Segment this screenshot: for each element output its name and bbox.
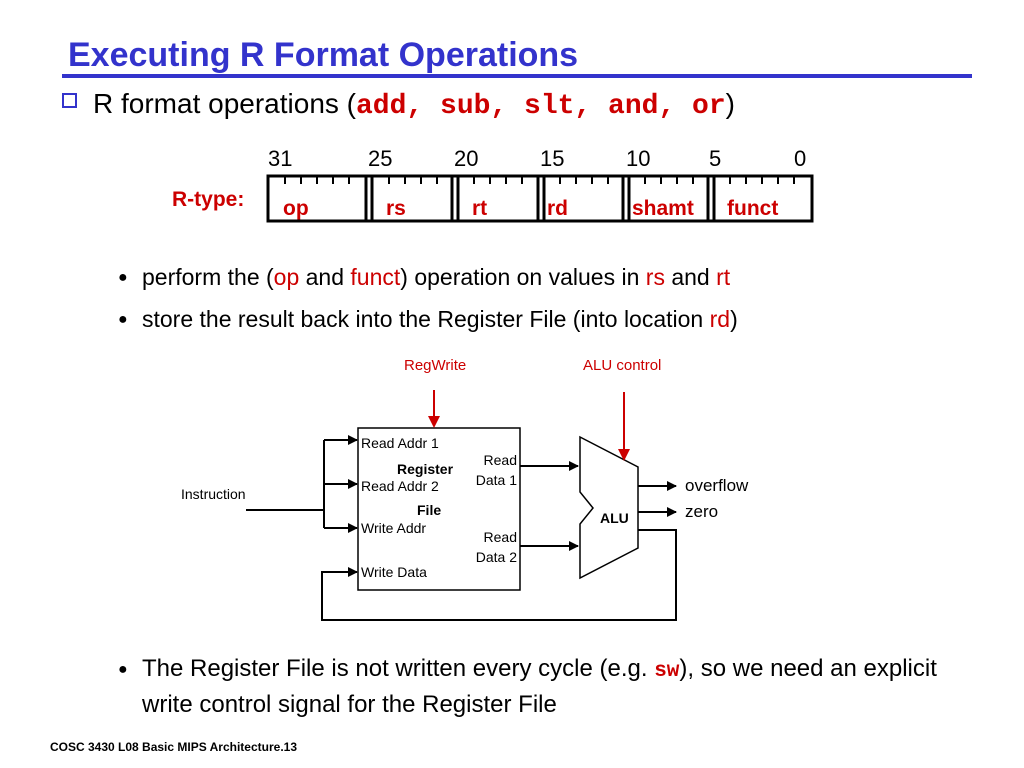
bottom-bullet-text: The Register File is not written every c…	[142, 652, 978, 721]
field-funct: funct	[727, 197, 779, 220]
main-bullet-code: add, sub, slt, and, or	[356, 91, 726, 122]
rtype-format-box	[266, 174, 814, 223]
bullet-rs: rs	[645, 264, 665, 290]
dot-bullet-icon: ●	[118, 661, 128, 678]
bullet-op: op	[273, 264, 300, 290]
bullet-perform: ● perform the (op and funct) operation on…	[118, 264, 730, 291]
bottom-bullet-code: sw	[654, 660, 680, 683]
slide-title: Executing R Format Operations	[68, 36, 579, 74]
bullet-register-file-note: ● The Register File is not written every…	[118, 652, 978, 721]
rtype-label: R-type:	[172, 188, 245, 211]
bullet-text: and	[299, 264, 351, 290]
title-underline	[62, 74, 972, 78]
write-addr-label: Write Addr	[361, 520, 427, 536]
alu-control-label: ALU control	[583, 357, 662, 374]
field-separators	[364, 176, 716, 221]
bottom-bullet-prefix: The Register File is not written every c…	[142, 655, 655, 682]
main-bullet: R format operations (add, sub, slt, and,…	[62, 88, 735, 122]
field-op: op	[283, 197, 309, 220]
alu-shape	[579, 435, 639, 580]
zero-label: zero	[685, 502, 719, 521]
main-bullet-prefix: R format operations (	[93, 88, 356, 119]
bullet-text: )	[730, 306, 738, 332]
bit-ticks	[284, 176, 795, 184]
bit-position-31: 31	[268, 146, 293, 171]
read-data1-line1: Read	[483, 452, 517, 468]
bit-position-5: 5	[709, 146, 722, 171]
field-rt: rt	[472, 197, 488, 220]
bullet-text: perform the (	[142, 264, 274, 290]
read-data-wires	[520, 461, 579, 551]
main-bullet-suffix: )	[725, 88, 735, 119]
register-file-name-2: File	[417, 502, 442, 518]
bit-position-10: 10	[626, 146, 651, 171]
bit-position-20: 20	[454, 146, 479, 171]
dot-bullet-icon: ●	[118, 269, 128, 286]
field-rd: rd	[547, 197, 568, 220]
bullet-text: and	[664, 264, 717, 290]
bit-position-15: 15	[540, 146, 565, 171]
instruction-label: Instruction	[181, 486, 246, 502]
square-bullet-icon	[62, 93, 77, 108]
bit-position-0: 0	[794, 146, 807, 171]
bit-position-25: 25	[368, 146, 393, 171]
register-file-name-1: Register	[397, 461, 454, 477]
register-file-box	[357, 427, 521, 591]
read-addr1-label: Read Addr 1	[361, 435, 439, 451]
field-shamt: shamt	[632, 197, 694, 220]
bottom-bullet-suffix: ), so we need an explicit write control …	[142, 655, 937, 718]
bullet-text: ) operation on values in	[400, 264, 646, 290]
slide-footer: COSC 3430 L08 Basic MIPS Architecture.13	[50, 740, 297, 754]
alu-output-wires	[321, 481, 677, 621]
bullet-text: store the result back into the Register …	[142, 306, 710, 332]
read-data1-line2: Data 1	[475, 472, 517, 488]
write-data-label: Write Data	[361, 564, 427, 580]
regwrite-label: RegWrite	[404, 357, 467, 374]
overflow-label: overflow	[685, 476, 749, 495]
bullet-rt: rt	[716, 264, 731, 290]
read-data2-line2: Data 2	[475, 549, 517, 565]
bullet-store: ● store the result back into the Register…	[118, 306, 738, 333]
read-addr2-label: Read Addr 2	[361, 478, 439, 494]
bullet-rd: rd	[709, 306, 731, 332]
dot-bullet-icon: ●	[118, 311, 128, 328]
bullet-funct: funct	[350, 264, 401, 290]
instruction-wires	[246, 435, 358, 533]
field-rs: rs	[386, 197, 406, 220]
read-data2-line1: Read	[483, 529, 517, 545]
alu-label: ALU	[600, 510, 629, 526]
